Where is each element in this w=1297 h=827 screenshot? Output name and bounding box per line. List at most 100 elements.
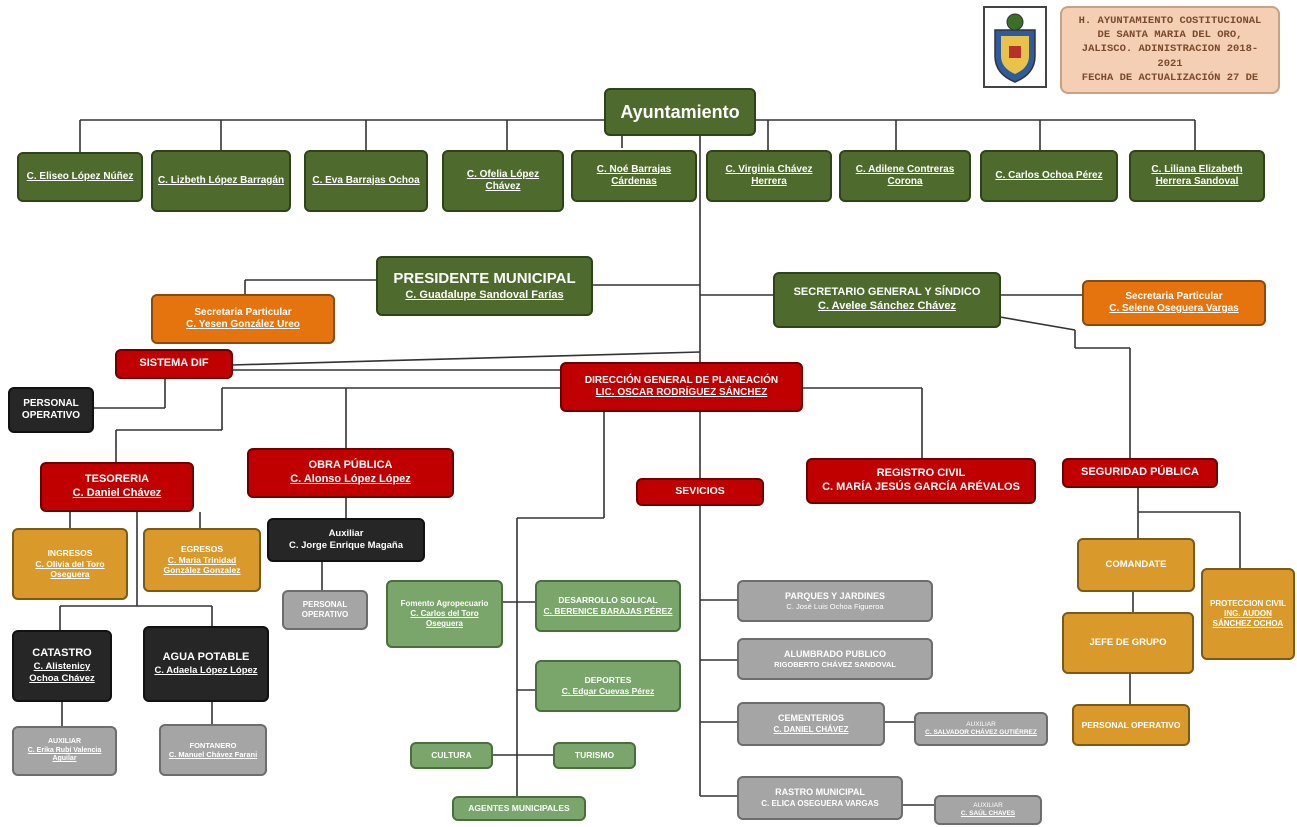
node-personal-operativo-dif[interactable]: PERSONAL OPERATIVO xyxy=(8,387,94,433)
fontanero-title: FONTANERO xyxy=(189,740,237,750)
node-regidor-4[interactable]: C. Ofelia López Chávez xyxy=(442,150,564,212)
regidor-name: C. Carlos Ochoa Pérez xyxy=(995,169,1103,181)
node-catastro[interactable]: CATASTRO C. Alistenicy Ochoa Chávez xyxy=(12,630,112,702)
ingresos-name: C. Olivia del Toro Oseguera xyxy=(35,558,105,580)
node-regidor-8[interactable]: C. Carlos Ochoa Pérez xyxy=(980,150,1118,202)
fomento-title: Fomento Agropecuario xyxy=(400,599,489,608)
node-regidor-3[interactable]: C. Eva Barrajas Ochoa xyxy=(304,150,428,212)
jefe-title: JEFE DE GRUPO xyxy=(1089,637,1167,649)
node-regidor-1[interactable]: C. Eliseo López Núñez xyxy=(17,152,143,202)
header-title-box: H. AYUNTAMIENTO COSTITUCIONAL DE SANTA M… xyxy=(1060,6,1280,94)
desarrollo-title: DESARROLLO SOLICAL xyxy=(558,595,658,606)
node-egresos[interactable]: EGRESOS C. Maria Trinidad González Gonza… xyxy=(143,528,261,592)
regidor-name: C. Liliana Elizabeth Herrera Sandoval xyxy=(1151,163,1243,188)
node-regidor-5[interactable]: C. Noé Barrajas Cárdenas xyxy=(571,150,697,202)
header-line-2: DE SANTA MARIA DEL ORO, xyxy=(1097,29,1243,42)
regidor-name: C. Eliseo López Núñez xyxy=(26,170,134,182)
node-deportes[interactable]: DEPORTES C. Edgar Cuevas Pérez xyxy=(535,660,681,712)
node-rastro-municipal[interactable]: RASTRO MUNICIPAL C. ELICA OSEGUERA VARGA… xyxy=(737,776,903,820)
header-line-4: 2021 xyxy=(1157,57,1183,70)
node-personal-operativo-seguridad[interactable]: PERSONAL OPERATIVO xyxy=(1072,704,1190,746)
node-secretario-general-sindico[interactable]: SECRETARIO GENERAL Y SÍNDICO C. Avelee S… xyxy=(773,272,1001,328)
node-ingresos[interactable]: INGRESOS C. Olivia del Toro Oseguera xyxy=(12,528,128,600)
presidente-name: C. Guadalupe Sandoval Farías xyxy=(405,288,564,301)
alumbrado-title: ALUMBRADO PUBLICO xyxy=(784,648,886,659)
node-regidor-9[interactable]: C. Liliana Elizabeth Herrera Sandoval xyxy=(1129,150,1265,202)
registro-name: C. MARÍA JESÚS GARCÍA ARÉVALOS xyxy=(822,481,1020,493)
node-tesoreria[interactable]: TESORERIA C. Daniel Chávez xyxy=(40,462,194,512)
fontanero-name: C. Manuel Chávez Farani xyxy=(168,750,258,759)
personal-operativo-label: PERSONAL OPERATIVO xyxy=(21,397,81,422)
turismo-title: TURISMO xyxy=(574,750,615,761)
header-line-3: JALISCO. ADINISTRACION 2018- xyxy=(1081,43,1259,56)
node-personal-operativo-obra[interactable]: PERSONAL OPERATIVO xyxy=(282,590,368,630)
node-auxiliar-cementerios[interactable]: AUXILIAR C. SALVADOR CHÁVEZ GUTIÉRREZ xyxy=(914,712,1048,746)
regidor-name: C. Lizbeth López Barragán xyxy=(157,174,285,186)
regidor-name: C. Ofelia López Chávez xyxy=(466,168,540,193)
parques-title: PARQUES Y JARDINES xyxy=(784,590,886,601)
node-auxiliar-obra[interactable]: Auxiliar C. Jorge Enrique Magaña xyxy=(267,518,425,562)
node-turismo[interactable]: TURISMO xyxy=(553,742,636,769)
obra-name: C. Alonso López López xyxy=(290,473,411,485)
node-secretaria-particular-presidente[interactable]: Secretaria Particular C. Yesen González … xyxy=(151,294,335,344)
presidente-title: PRESIDENTE MUNICIPAL xyxy=(393,269,576,287)
node-cultura[interactable]: CULTURA xyxy=(410,742,493,769)
node-cementerios[interactable]: CEMENTERIOS C. DANIEL CHÁVEZ xyxy=(737,702,885,746)
auxiliar-name: C. SALVADOR CHÁVEZ GUTIÉRREZ xyxy=(925,729,1037,736)
planeacion-title: DIRECCIÓN GENERAL DE PLANEACIÓN xyxy=(584,374,779,386)
tesoreria-name: C. Daniel Chávez xyxy=(72,487,162,499)
secretaria-title: Secretaria Particular xyxy=(194,306,292,318)
secretaria-name: C. Yesen González Ureo xyxy=(186,319,300,330)
obra-title: OBRA PÚBLICA xyxy=(308,459,393,472)
auxiliar-name: C. SAÚL CHAVES xyxy=(960,810,1016,817)
node-obra-publica[interactable]: OBRA PÚBLICA C. Alonso López López xyxy=(247,448,454,498)
node-auxiliar-rastro[interactable]: AUXILIAR C. SAÚL CHAVES xyxy=(934,795,1042,825)
node-sistema-dif[interactable]: SISTEMA DIF xyxy=(115,349,233,379)
deportes-title: DEPORTES xyxy=(584,675,632,686)
node-agentes-municipales[interactable]: AGENTES MUNICIPALES xyxy=(452,796,586,821)
auxiliar-title: AUXILIAR xyxy=(966,720,996,728)
auxiliar-title: Auxiliar xyxy=(328,528,364,540)
deportes-name: C. Edgar Cuevas Pérez xyxy=(561,686,655,696)
rastro-name: C. ELICA OSEGUERA VARGAS xyxy=(761,798,879,808)
secretaria-title: Secretaria Particular xyxy=(1125,290,1223,302)
node-fomento-agropecuario[interactable]: Fomento Agropecuario C. Carlos del Toro … xyxy=(386,580,503,648)
planeacion-name: LIC. OSCAR RODRÍGUEZ SÁNCHEZ xyxy=(595,387,768,398)
node-direccion-planeacion[interactable]: DIRECCIÓN GENERAL DE PLANEACIÓN LIC. OSC… xyxy=(560,362,803,412)
node-registro-civil[interactable]: REGISTRO CIVIL C. MARÍA JESÚS GARCÍA ARÉ… xyxy=(806,458,1036,504)
node-regidor-6[interactable]: C. Virginia Chávez Herrera xyxy=(706,150,832,202)
parques-name: C. José Luis Ochoa Figueroa xyxy=(786,601,884,611)
node-regidor-2[interactable]: C. Lizbeth López Barragán xyxy=(151,150,291,212)
secretaria-name: C. Selene Oseguera Vargas xyxy=(1109,303,1239,314)
node-proteccion-civil[interactable]: PROTECCION CIVIL ING. AUDON SÁNCHEZ OCHO… xyxy=(1201,568,1295,660)
proteccion-name: ING. AUDON SÁNCHEZ OCHOA xyxy=(1212,609,1284,628)
node-ayuntamiento[interactable]: Ayuntamiento xyxy=(604,88,756,136)
node-desarrollo-social[interactable]: DESARROLLO SOLICAL C. BERENICE BARAJAS P… xyxy=(535,580,681,632)
node-servicios[interactable]: SEVICIOS xyxy=(636,478,764,506)
auxiliar-title: AUXILIAR xyxy=(973,801,1003,809)
auxiliar-name: C. Erika Rubí Valencia Aguilar xyxy=(27,746,102,763)
ayuntamiento-label: Ayuntamiento xyxy=(620,101,740,122)
tesoreria-title: TESORERIA xyxy=(84,473,150,486)
catastro-name: C. Alistenicy Ochoa Chávez xyxy=(29,661,95,684)
agua-name: C. Adaela López López xyxy=(154,664,258,676)
node-alumbrado-publico[interactable]: ALUMBRADO PUBLICO RIGOBERTO CHÁVEZ SANDO… xyxy=(737,638,933,680)
proteccion-title: PROTECCION CIVIL xyxy=(1209,599,1286,608)
node-parques-jardines[interactable]: PARQUES Y JARDINES C. José Luis Ochoa Fi… xyxy=(737,580,933,622)
servicios-title: SEVICIOS xyxy=(675,485,725,498)
secretario-title: SECRETARIO GENERAL Y SÍNDICO xyxy=(793,286,981,299)
rastro-title: RASTRO MUNICIPAL xyxy=(775,787,865,798)
node-secretaria-particular-sindico[interactable]: Secretaria Particular C. Selene Oseguera… xyxy=(1082,280,1266,326)
node-auxiliar-catastro[interactable]: AUXILIAR C. Erika Rubí Valencia Aguilar xyxy=(12,726,117,776)
node-jefe-de-grupo[interactable]: JEFE DE GRUPO xyxy=(1062,612,1194,674)
node-regidor-7[interactable]: C. Adilene Contreras Corona xyxy=(839,150,971,202)
node-comandante[interactable]: COMANDATE xyxy=(1077,538,1195,592)
regidor-name: C. Adilene Contreras Corona xyxy=(855,163,955,188)
node-presidente-municipal[interactable]: PRESIDENTE MUNICIPAL C. Guadalupe Sandov… xyxy=(376,256,593,316)
node-agua-potable[interactable]: AGUA POTABLE C. Adaela López López xyxy=(143,626,269,702)
node-seguridad-publica[interactable]: SEGURIDAD PÚBLICA xyxy=(1062,458,1218,488)
ingresos-title: INGRESOS xyxy=(47,548,93,559)
egresos-name: C. Maria Trinidad González Gonzalez xyxy=(163,554,241,576)
node-fontanero[interactable]: FONTANERO C. Manuel Chávez Farani xyxy=(159,724,267,776)
cementerios-name: C. DANIEL CHÁVEZ xyxy=(773,724,849,734)
